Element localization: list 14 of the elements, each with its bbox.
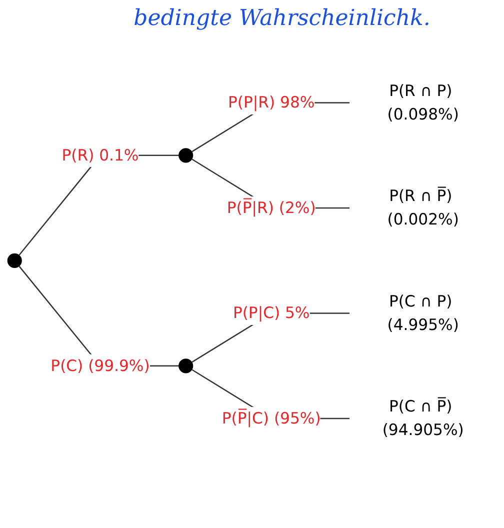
node-text: P(C ∩ P̅) (94.905%)	[382, 397, 464, 440]
node-text: P(R ∩ P) (0.098%)	[387, 82, 459, 124]
node-text: P(C ∩ P) (4.995%)	[387, 292, 459, 334]
edge-label: P(P|R) 98%	[228, 93, 315, 112]
edge-label: P(P|C) 5%	[232, 304, 310, 322]
handwritten-note: bedingte Wahrscheinlichk.	[134, 6, 430, 31]
edge-label: P(C) (99.9%)	[50, 356, 150, 376]
node-circle	[178, 148, 194, 164]
node-text: P(R ∩ P̅) (0.002%)	[387, 186, 459, 229]
edge-label: P(R) 0.1%	[62, 146, 139, 165]
node-circle	[7, 254, 22, 268]
edge-label: P(P̅|R) (2%)	[226, 198, 316, 218]
edge-label: P(P̅|C) (95%)	[222, 409, 321, 428]
node-circle	[178, 358, 194, 374]
